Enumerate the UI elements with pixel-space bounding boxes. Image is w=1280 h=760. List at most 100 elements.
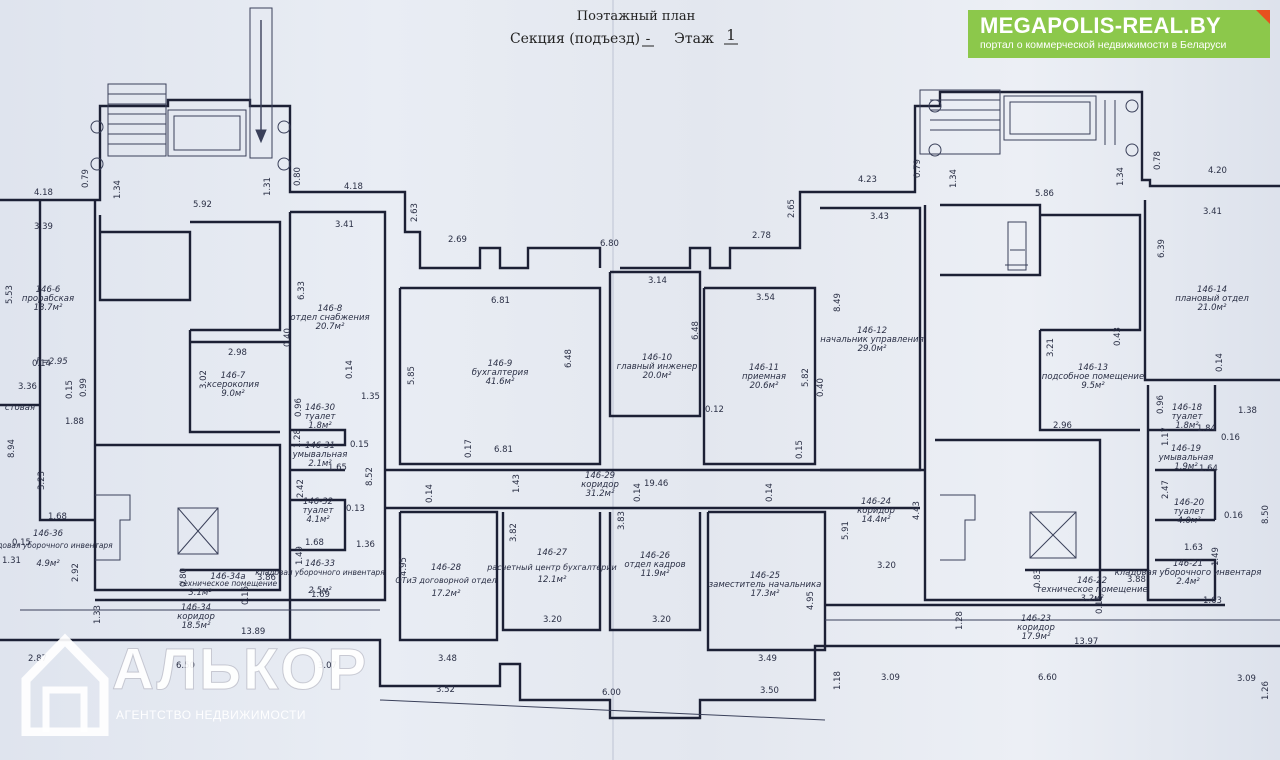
svg-text:29.0м²: 29.0м² bbox=[858, 344, 887, 354]
svg-text:5.53: 5.53 bbox=[5, 285, 15, 304]
svg-text:146-19: 146-19 bbox=[1171, 444, 1201, 454]
floor-label: Этаж bbox=[674, 31, 714, 47]
svg-text:0.17: 0.17 bbox=[464, 439, 474, 458]
svg-text:техническое помещение: техническое помещение bbox=[179, 579, 278, 588]
svg-text:8.94: 8.94 bbox=[7, 439, 17, 458]
ceiling-height-note: h=2.95 bbox=[36, 357, 67, 367]
svg-text:6.81: 6.81 bbox=[494, 445, 513, 455]
svg-text:1.8м²: 1.8м² bbox=[308, 421, 332, 431]
svg-text:2.4м²: 2.4м² bbox=[1176, 577, 1200, 587]
svg-text:146-12: 146-12 bbox=[857, 326, 887, 336]
svg-text:0.16: 0.16 bbox=[1221, 433, 1240, 443]
svg-text:2.65: 2.65 bbox=[787, 199, 797, 218]
svg-text:3.43: 3.43 bbox=[870, 212, 889, 222]
svg-text:3.36: 3.36 bbox=[18, 382, 37, 392]
svg-text:13.89: 13.89 bbox=[241, 627, 265, 637]
svg-text:146-24: 146-24 bbox=[861, 497, 891, 507]
svg-text:главный инженер: главный инженер bbox=[617, 362, 698, 372]
svg-text:2.78: 2.78 bbox=[752, 231, 771, 241]
svg-text:3.41: 3.41 bbox=[335, 220, 354, 230]
svg-text:4.20: 4.20 bbox=[1208, 166, 1227, 176]
svg-text:3.23: 3.23 bbox=[37, 471, 47, 490]
alkor-brand: АЛЬКОР bbox=[111, 637, 369, 702]
svg-text:0.80: 0.80 bbox=[293, 167, 303, 186]
svg-text:17.2м²: 17.2м² bbox=[432, 589, 461, 599]
svg-text:2.1м²: 2.1м² bbox=[308, 459, 332, 469]
svg-text:4.1м²: 4.1м² bbox=[306, 515, 330, 525]
svg-text:2.87: 2.87 bbox=[28, 654, 47, 664]
svg-text:ОТиЗ договорной отдел: ОТиЗ договорной отдел bbox=[395, 576, 496, 585]
svg-text:146-34а: 146-34а bbox=[210, 572, 245, 582]
svg-text:1.63: 1.63 bbox=[1203, 596, 1222, 606]
svg-text:начальник управления: начальник управления bbox=[820, 335, 923, 345]
svg-text:3.09: 3.09 bbox=[881, 673, 900, 683]
svg-text:1.49: 1.49 bbox=[1211, 547, 1221, 566]
svg-text:3.1м²: 3.1м² bbox=[188, 588, 212, 598]
svg-text:9.0м²: 9.0м² bbox=[221, 389, 245, 399]
svg-text:0.15: 0.15 bbox=[65, 380, 75, 399]
svg-text:расчетный центр бухгалтерии: расчетный центр бухгалтерии bbox=[486, 563, 617, 572]
svg-text:0.40: 0.40 bbox=[816, 378, 826, 397]
svg-text:146-6: 146-6 bbox=[36, 285, 61, 295]
svg-text:0.14: 0.14 bbox=[765, 483, 775, 502]
section-label: Секция (подъезд) bbox=[510, 31, 640, 47]
svg-text:1.69: 1.69 bbox=[311, 590, 330, 600]
svg-text:3.50: 3.50 bbox=[760, 686, 779, 696]
svg-text:6.80: 6.80 bbox=[600, 239, 619, 249]
svg-text:1.28: 1.28 bbox=[293, 429, 303, 448]
svg-text:3.48: 3.48 bbox=[438, 654, 457, 664]
svg-text:4.23: 4.23 bbox=[858, 175, 877, 185]
svg-text:1.34: 1.34 bbox=[113, 180, 123, 199]
svg-text:0.14: 0.14 bbox=[425, 484, 435, 503]
svg-text:коридор: коридор bbox=[857, 506, 895, 516]
svg-text:146-7: 146-7 bbox=[221, 371, 246, 381]
svg-text:146-10: 146-10 bbox=[642, 353, 672, 363]
svg-text:2.42: 2.42 bbox=[296, 479, 306, 498]
svg-text:0.15: 0.15 bbox=[795, 440, 805, 459]
svg-text:20.6м²: 20.6м² bbox=[750, 381, 779, 391]
svg-text:146-28: 146-28 bbox=[431, 563, 462, 573]
svg-text:3.14: 3.14 bbox=[648, 276, 667, 286]
svg-text:1.88: 1.88 bbox=[65, 417, 84, 427]
svg-text:12.1м²: 12.1м² bbox=[538, 575, 567, 585]
svg-text:41.6м²: 41.6м² bbox=[486, 377, 515, 387]
svg-text:4.43: 4.43 bbox=[912, 501, 922, 520]
alkor-logo: АЛЬКОР АГЕНТСТВО НЕДВИЖИМОСТИ bbox=[20, 632, 400, 742]
svg-text:0.78: 0.78 bbox=[1153, 151, 1163, 170]
svg-text:бухгалтерия: бухгалтерия bbox=[472, 368, 529, 378]
section-value: - bbox=[646, 31, 651, 47]
svg-text:1.18: 1.18 bbox=[833, 671, 843, 690]
svg-text:146-32: 146-32 bbox=[303, 497, 333, 507]
svg-text:1.68: 1.68 bbox=[305, 538, 324, 548]
svg-text:6.00: 6.00 bbox=[602, 688, 621, 698]
svg-text:1.63: 1.63 bbox=[1184, 543, 1203, 553]
svg-text:5.91: 5.91 bbox=[841, 521, 851, 540]
svg-text:146-14: 146-14 bbox=[1197, 285, 1227, 295]
svg-text:146-18: 146-18 bbox=[1172, 403, 1203, 413]
svg-text:туалет: туалет bbox=[1172, 412, 1204, 422]
svg-text:0.14: 0.14 bbox=[345, 360, 355, 379]
svg-text:3.20: 3.20 bbox=[652, 615, 671, 625]
svg-text:3.49: 3.49 bbox=[758, 654, 777, 664]
floor-value: 1 bbox=[726, 26, 736, 44]
svg-text:146-25: 146-25 bbox=[750, 571, 780, 581]
svg-text:1.17: 1.17 bbox=[1161, 427, 1171, 446]
svg-text:1.65: 1.65 bbox=[328, 463, 347, 473]
svg-text:0.14: 0.14 bbox=[1215, 353, 1225, 372]
svg-text:1.84: 1.84 bbox=[1197, 424, 1216, 434]
svg-text:0.96: 0.96 bbox=[1156, 395, 1166, 414]
svg-text:146-36: 146-36 bbox=[33, 529, 64, 539]
